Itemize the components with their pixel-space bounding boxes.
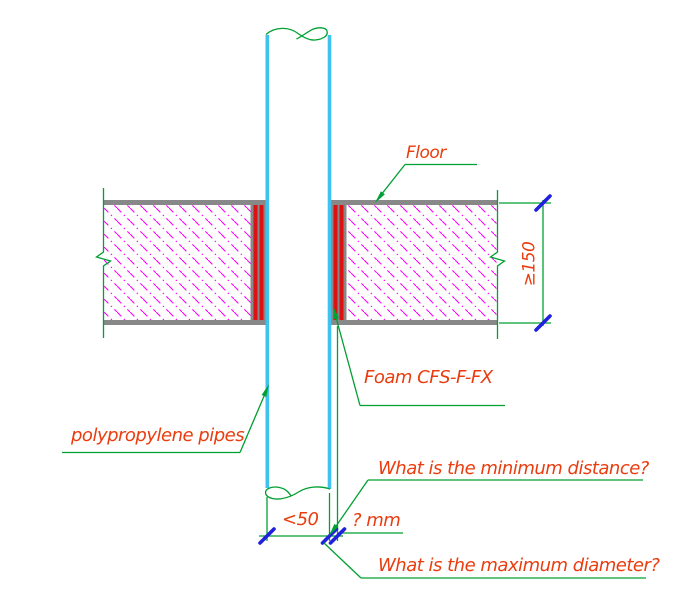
floor-slab-left <box>103 200 266 325</box>
leader-foam <box>333 306 505 407</box>
arrowhead <box>375 191 385 203</box>
dimension-tick <box>258 527 276 545</box>
min-distance-question: What is the minimum distance? <box>378 458 649 479</box>
slab-top-edge-left <box>103 200 266 205</box>
floor-label: Floor <box>406 143 446 163</box>
slab-bottom-edge-left <box>103 320 266 325</box>
max-diameter-question: What is the maximum diameter? <box>378 555 660 576</box>
pipe-break-top <box>265 27 328 41</box>
foam-label: Foam CFS-F-FX <box>364 367 493 388</box>
foam-strip <box>253 205 258 320</box>
break-line-right <box>489 190 506 339</box>
arrowhead <box>261 384 269 397</box>
foam-strip <box>259 205 264 320</box>
pipe-break-bottom <box>264 486 331 500</box>
pipe <box>264 27 332 500</box>
foam-strip <box>339 205 344 320</box>
concrete-hatch-left <box>104 205 251 320</box>
dimension-tick <box>534 314 552 332</box>
arrowhead <box>329 523 339 536</box>
leader-floor <box>375 163 477 203</box>
unknown-gap-dimension-text: ? mm <box>352 510 401 531</box>
floor-slab-right <box>331 200 497 325</box>
arrowhead <box>333 306 339 320</box>
dimension-tick <box>320 527 339 545</box>
dimension-tick <box>328 527 347 545</box>
slab-top-edge-right <box>331 200 497 205</box>
concrete-hatch-right <box>346 205 497 320</box>
foam-strip <box>333 205 338 320</box>
polypropylene-pipes-label: polypropylene pipes <box>71 425 245 446</box>
leader-pipes <box>62 384 269 454</box>
pipe-diameter-dimension-text: <50 <box>282 509 319 530</box>
leader-min-distance <box>329 479 643 536</box>
opening-edge-right <box>331 205 347 320</box>
dimension-slab-thickness <box>499 194 552 332</box>
leader-max-diameter <box>323 542 646 579</box>
slab-thickness-dimension-text: ≥150 <box>519 241 540 287</box>
dimension-tick <box>534 194 552 212</box>
slab-bottom-edge-right <box>331 320 497 325</box>
dimension-bottom <box>258 326 403 545</box>
break-line-left <box>95 188 112 338</box>
